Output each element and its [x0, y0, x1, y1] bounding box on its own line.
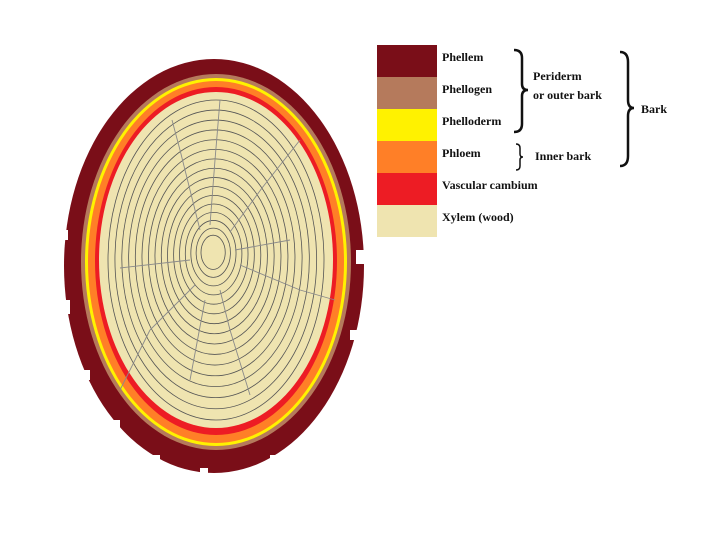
- inner-bark-brace: [515, 143, 524, 171]
- growth-ring: [107, 99, 325, 421]
- growth-ring: [167, 186, 262, 325]
- wood-ray: [261, 139, 301, 189]
- growth-ring: [134, 139, 296, 377]
- wood-rays: [119, 99, 336, 396]
- wood-ray: [149, 284, 196, 331]
- wood-ray: [171, 119, 181, 151]
- trunk-cross-section: [62, 52, 364, 474]
- growth-ring: [200, 234, 226, 270]
- legend-label-vascular-cambium: Vascular cambium: [442, 178, 538, 192]
- wood-ray: [119, 329, 151, 391]
- growth-ring: [190, 220, 237, 287]
- bark-label: Bark: [641, 102, 667, 116]
- legend-label-phloem: Phloem: [442, 146, 481, 160]
- legend-label-phellem: Phellem: [442, 50, 483, 64]
- bark-rough-edge: [62, 52, 364, 474]
- growth-ring: [179, 203, 249, 305]
- bark-brace: [619, 50, 635, 168]
- legend-swatch-vascular-cambium: [377, 173, 437, 205]
- wood-ray: [189, 299, 206, 381]
- legend-swatch-phloem: [377, 141, 437, 173]
- growth-ring: [114, 109, 318, 410]
- wood-ray: [209, 159, 216, 226]
- wood-ray: [119, 259, 191, 269]
- wood-ray: [299, 289, 336, 301]
- wood-ray: [239, 264, 301, 291]
- wood-ray: [229, 329, 251, 396]
- growth-ring: [184, 211, 243, 296]
- periderm-brace: [513, 48, 529, 134]
- growth-ring: [141, 148, 289, 366]
- growth-ring: [195, 227, 231, 278]
- legend-swatch-phellogen: [377, 77, 437, 109]
- legend-label-xylem: Xylem (wood): [442, 210, 514, 224]
- growth-rings: [107, 99, 325, 421]
- wood-ray: [179, 149, 201, 231]
- legend-label-phelloderm: Phelloderm: [442, 114, 501, 128]
- legend-swatch-xylem: [377, 205, 437, 237]
- wood-ray: [219, 289, 231, 331]
- growth-ring: [128, 129, 303, 388]
- legend-swatch-phelloderm: [377, 109, 437, 141]
- wood-ray: [234, 239, 291, 251]
- growth-ring: [160, 177, 268, 335]
- wood-ray: [214, 99, 221, 161]
- growth-ring: [121, 119, 310, 399]
- outer-bark-label: or outer bark: [533, 88, 602, 102]
- periderm-label: Periderm: [533, 69, 582, 83]
- inner-bark-label: Inner bark: [535, 149, 591, 163]
- legend: PhellemPhellogenPhellodermPhloemVascular…: [377, 45, 538, 237]
- legend-swatch-phellem: [377, 45, 437, 77]
- growth-ring: [173, 194, 255, 315]
- wood-ray: [229, 187, 263, 233]
- legend-label-phellogen: Phellogen: [442, 82, 492, 96]
